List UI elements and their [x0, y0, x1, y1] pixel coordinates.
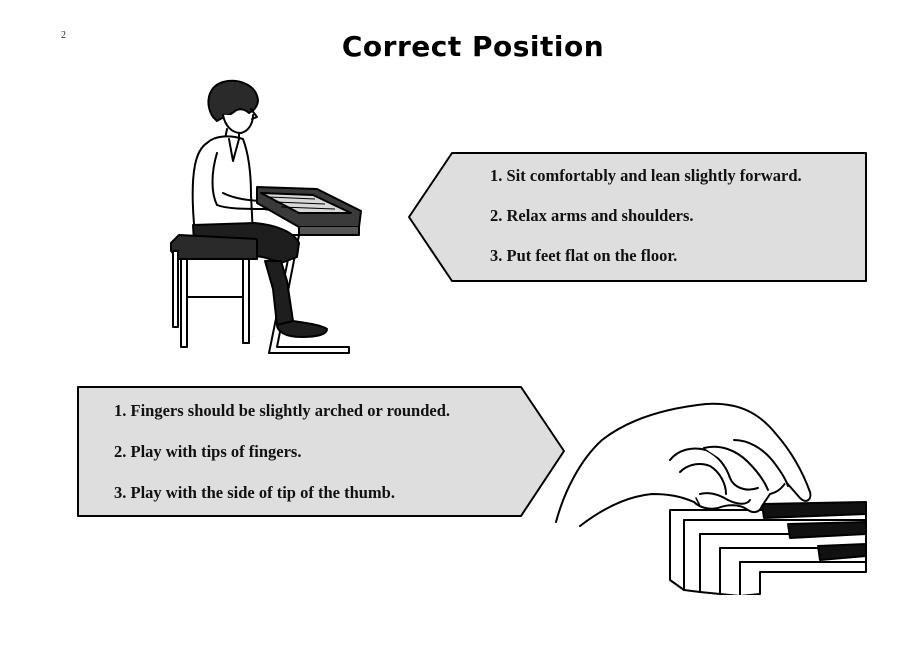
hand-tip-item: 2. Play with tips of fingers. [114, 442, 302, 461]
hand-tip-item: 3. Play with the side of tip of the thum… [114, 483, 395, 502]
posture-tip-item: 3. Put feet flat on the floor. [490, 246, 678, 265]
posture-tip-item: 1. Sit comfortably and lean slightly for… [490, 166, 802, 185]
posture-tips-list: 1. Sit comfortably and lean slightly for… [490, 166, 802, 286]
hand-on-keys-illustration [555, 402, 867, 595]
hand-tips-list: 1. Fingers should be slightly arched or … [114, 401, 450, 524]
hand-tip-item: 1. Fingers should be slightly arched or … [114, 401, 451, 420]
page-title: Correct Position [341, 30, 605, 63]
page-number: 2 [61, 30, 66, 41]
posture-tip-item: 2. Relax arms and shoulders. [490, 206, 694, 225]
seated-player-illustration [170, 80, 362, 354]
